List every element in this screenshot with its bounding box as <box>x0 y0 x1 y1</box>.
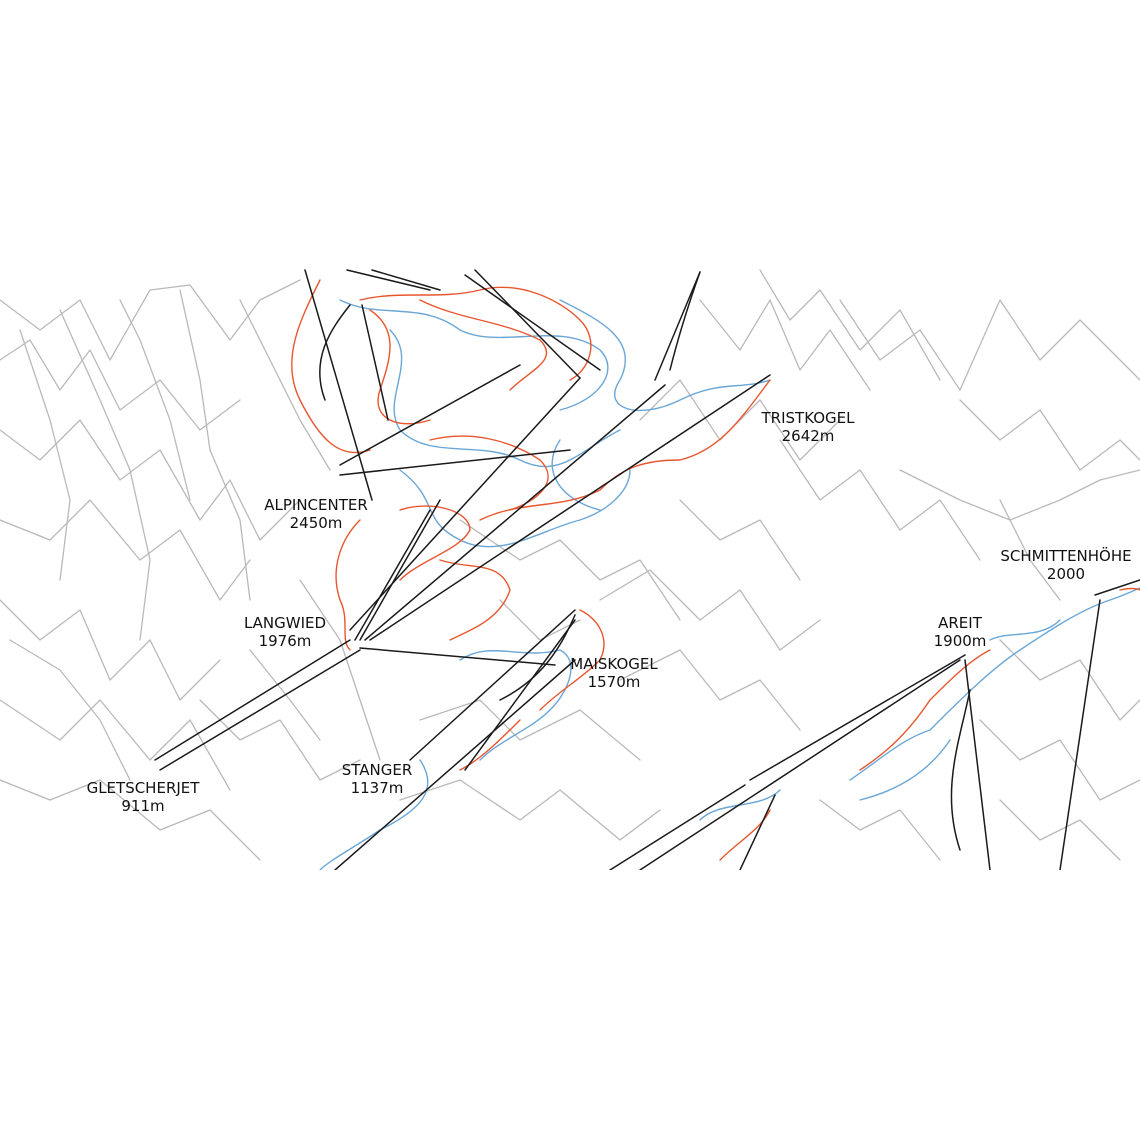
station-label-areit: AREIT 1900m <box>934 614 987 650</box>
blue-pistes <box>319 299 1140 870</box>
station-elevation: 1570m <box>587 673 641 691</box>
station-name: LANGWIED <box>243 614 327 632</box>
station-elevation: 911m <box>121 797 165 815</box>
station-elevation: 2000 <box>1046 565 1086 583</box>
terrain-lines <box>0 269 1140 861</box>
station-label-schmittenhoehe: SCHMITTENHÖHE 2000 <box>1000 547 1131 583</box>
trail-map-svg <box>0 269 1140 870</box>
station-label-gletscherjet: GLETSCHERJET 911m <box>87 779 200 815</box>
station-name: ALPINCENTER <box>264 496 368 514</box>
station-label-alpincenter: ALPINCENTER 2450m <box>264 496 368 532</box>
station-elevation: 2642m <box>781 427 835 445</box>
station-name: AREIT <box>938 614 982 632</box>
station-elevation: 1976m <box>258 632 312 650</box>
station-name: SCHMITTENHÖHE <box>1000 547 1132 565</box>
station-elevation: 1137m <box>350 779 404 797</box>
station-name: MAISKOGEL <box>570 655 658 673</box>
station-name: STANGER <box>341 761 413 779</box>
lifts <box>154 269 1140 870</box>
station-name: TRISTKOGEL <box>761 409 855 427</box>
station-elevation: 2450m <box>289 514 343 532</box>
map-illustration <box>0 268 1140 870</box>
station-elevation: 1900m <box>933 632 987 650</box>
station-label-langwied: LANGWIED 1976m <box>244 614 326 650</box>
red-pistes <box>291 279 1140 861</box>
station-name: GLETSCHERJET <box>86 779 200 797</box>
station-label-stanger: STANGER 1137m <box>342 761 413 797</box>
station-label-maiskogel: MAISKOGEL 1570m <box>570 655 657 691</box>
station-label-tristkogel: TRISTKOGEL 2642m <box>762 409 855 445</box>
